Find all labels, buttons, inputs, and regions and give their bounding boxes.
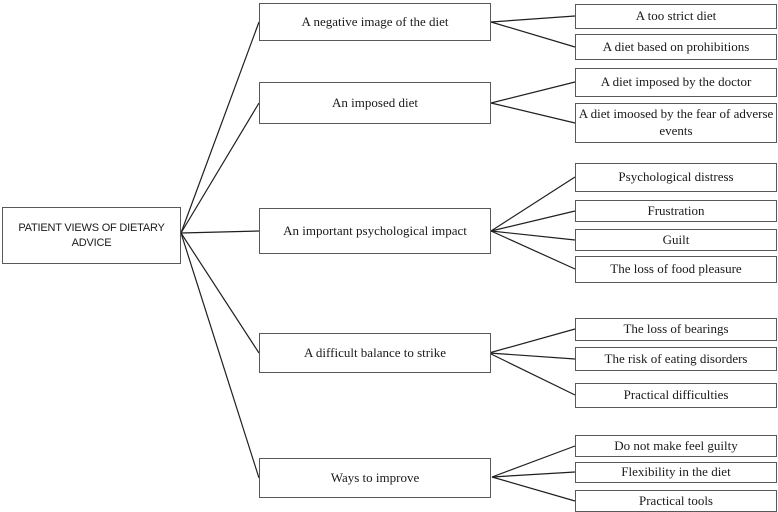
leaf-node-diet-imposed-by-doctor: A diet imposed by the doctor — [575, 68, 777, 97]
leaf-node-frustration: Frustration — [575, 200, 777, 222]
connector-branch2-to-leaves — [490, 81, 576, 124]
leaf-node-loss-of-food-pleasure: The loss of food pleasure — [575, 256, 777, 283]
root-node: PATIENT VIEWS OF DIETARY ADVICE — [2, 207, 181, 264]
branch-node-ways-to-improve: Ways to improve — [259, 458, 491, 498]
leaf-node-diet-imposed-by-fear: A diet imoosed by the fear of adverse ev… — [575, 103, 777, 143]
connector-branch5-to-leaves — [491, 445, 576, 502]
leaf-node-risk-of-eating-disorders: The risk of eating disorders — [575, 347, 777, 371]
leaf-node-psychological-distress: Psychological distress — [575, 163, 777, 192]
connector-branch4-to-leaves — [488, 328, 576, 396]
branch-node-imposed-diet: An imposed diet — [259, 82, 491, 124]
leaf-node-too-strict-diet: A too strict diet — [575, 4, 777, 29]
branch-node-psychological-impact: An important psychological impact — [259, 208, 491, 254]
leaf-node-guilt: Guilt — [575, 229, 777, 251]
branch-node-negative-image: A negative image of the diet — [259, 3, 491, 41]
leaf-node-loss-of-bearings: The loss of bearings — [575, 318, 777, 341]
connector-branch1-to-leaves — [490, 15, 576, 48]
branch-node-difficult-balance: A difficult balance to strike — [259, 333, 491, 373]
leaf-node-do-not-make-feel-guilty: Do not make feel guilty — [575, 435, 777, 457]
connector-root-to-branches — [180, 21, 260, 479]
leaf-node-practical-tools: Practical tools — [575, 490, 777, 512]
leaf-node-flexibility-in-diet: Flexibility in the diet — [575, 462, 777, 483]
leaf-node-practical-difficulties: Practical difficulties — [575, 383, 777, 408]
leaf-node-diet-based-on-prohibitions: A diet based on prohibitions — [575, 34, 777, 60]
connector-branch3-to-leaves — [490, 176, 576, 270]
